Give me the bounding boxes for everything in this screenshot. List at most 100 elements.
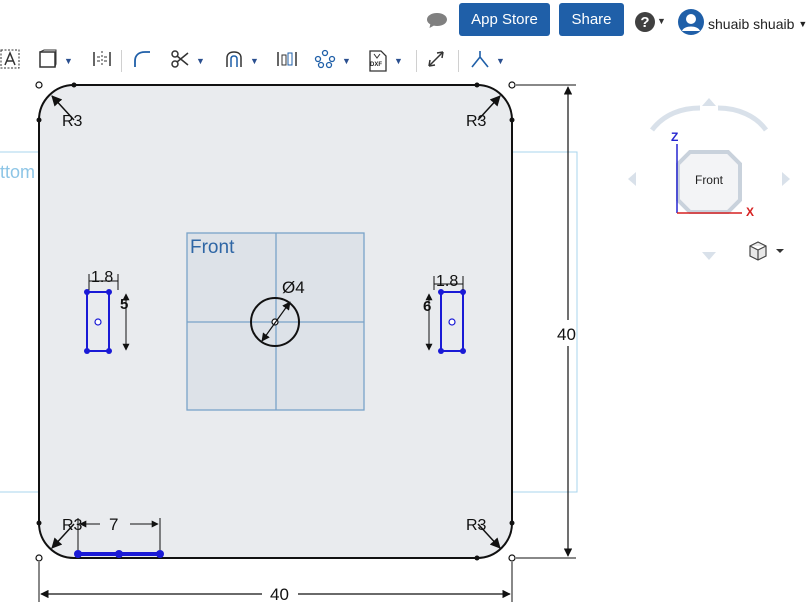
toolbar-divider bbox=[458, 50, 459, 72]
avatar bbox=[677, 8, 705, 39]
width-dim-label: 40 bbox=[270, 585, 289, 604]
corner-point[interactable] bbox=[508, 81, 516, 89]
svg-text:?: ? bbox=[640, 14, 649, 31]
left-slot-vertex[interactable] bbox=[106, 289, 112, 295]
tangent-point[interactable] bbox=[509, 117, 515, 123]
cube-front-label: Front bbox=[695, 173, 724, 187]
dxf-label: DXF bbox=[370, 62, 382, 68]
trim-tool[interactable]: ▼ bbox=[170, 49, 205, 73]
right-slot-vertex[interactable] bbox=[438, 289, 444, 295]
left-slot-vertex[interactable] bbox=[84, 348, 90, 354]
view-down-arrow-icon[interactable] bbox=[702, 252, 716, 260]
constraint-caret-icon[interactable]: ▼ bbox=[496, 56, 505, 66]
tangent-point[interactable] bbox=[36, 520, 42, 526]
help-menu-caret-icon[interactable]: ▼ bbox=[657, 16, 666, 26]
view-menu-caret-icon bbox=[776, 249, 784, 253]
right-slot-width-label: 1.8 bbox=[436, 273, 458, 290]
construction-tool[interactable]: ▼ bbox=[38, 49, 73, 73]
corner-radius-label: R3 bbox=[62, 517, 83, 534]
trim-caret-icon[interactable]: ▼ bbox=[196, 56, 205, 66]
left-slot[interactable] bbox=[86, 291, 110, 352]
corner-point[interactable] bbox=[35, 81, 43, 89]
linear-pattern-icon bbox=[276, 49, 298, 74]
hole-diameter-line bbox=[261, 301, 291, 342]
mirror-tool[interactable] bbox=[92, 49, 112, 73]
view-right-arrow-icon[interactable] bbox=[782, 172, 790, 186]
cube-icon bbox=[749, 241, 767, 261]
left-slot-center bbox=[94, 318, 102, 326]
question-circle-icon[interactable]: ? bbox=[634, 11, 656, 38]
offset-tool[interactable]: ▼ bbox=[224, 49, 259, 73]
fillet-tool[interactable] bbox=[132, 49, 152, 73]
offset-caret-icon[interactable]: ▼ bbox=[250, 56, 259, 66]
circular-pattern-caret-icon[interactable]: ▼ bbox=[342, 56, 351, 66]
slot-offset-label: 7 bbox=[109, 515, 118, 534]
corner-radius-arrow bbox=[51, 95, 75, 121]
view-up-arrow-icon[interactable] bbox=[702, 98, 716, 106]
bottom-constraint-point[interactable] bbox=[156, 550, 164, 558]
bottom-constraint-point[interactable] bbox=[74, 550, 82, 558]
left-slot-vertex[interactable] bbox=[84, 289, 90, 295]
rotate-right-arrow-icon[interactable] bbox=[717, 105, 769, 132]
center-hole[interactable] bbox=[250, 297, 300, 347]
dxf-caret-icon[interactable]: ▼ bbox=[394, 56, 403, 66]
text-tool[interactable] bbox=[0, 49, 20, 73]
app-store-button[interactable]: App Store bbox=[459, 3, 550, 36]
tangent-point[interactable] bbox=[474, 555, 480, 561]
offset-icon bbox=[224, 49, 244, 74]
right-slot[interactable] bbox=[440, 291, 464, 352]
corner-radius-label: R3 bbox=[466, 517, 487, 534]
user-name: shuaib shuaib bbox=[708, 15, 795, 32]
rotate-left-arrow-icon[interactable] bbox=[650, 105, 701, 132]
height-dim-label: 40 bbox=[557, 325, 576, 344]
right-slot-vertex[interactable] bbox=[438, 348, 444, 354]
dxf-file-icon: DXF bbox=[368, 50, 388, 72]
corner-point[interactable] bbox=[508, 554, 516, 562]
constraint-icon bbox=[470, 49, 490, 74]
left-slot-width-label: 1.8 bbox=[91, 269, 113, 286]
corner-point[interactable] bbox=[35, 554, 43, 562]
user-menu[interactable]: shuaib shuaib ▼ bbox=[677, 8, 807, 39]
constraint-tool[interactable]: ▼ bbox=[470, 49, 505, 73]
bottom-constraint-point[interactable] bbox=[115, 550, 123, 558]
dxf-import-tool[interactable]: DXF ▼ bbox=[368, 49, 403, 73]
square-outline-icon bbox=[38, 49, 58, 74]
cube-front-face[interactable] bbox=[676, 150, 742, 214]
corner-radius-arrow bbox=[51, 523, 75, 549]
sketch-canvas[interactable]: Bottom Front Ø4 R3 R3 R3 R3 1.8 5 bbox=[0, 78, 810, 606]
left-slot-height-label: 5 bbox=[120, 296, 128, 313]
bottom-plane-label: Bottom bbox=[0, 162, 35, 182]
z-axis-label: Z bbox=[671, 130, 678, 144]
top-bar: App Store Share ? ▼ shuaib shuaib ▼ bbox=[0, 0, 810, 42]
pattern-tool[interactable] bbox=[276, 49, 298, 73]
corner-radius-arrow bbox=[477, 523, 501, 549]
right-slot-height-label: 6 bbox=[423, 298, 431, 315]
view-cube[interactable]: Front Z X bbox=[628, 98, 790, 260]
scissors-icon bbox=[170, 49, 190, 74]
corner-radius-label: R3 bbox=[466, 113, 487, 130]
toolbar-divider bbox=[121, 50, 122, 72]
sketch-toolbar: ▼ ▼ ▼ ▼ DXF ▼ bbox=[0, 44, 530, 78]
fillet-arc-icon bbox=[132, 49, 152, 74]
right-slot-vertex[interactable] bbox=[460, 289, 466, 295]
dimension-tool[interactable] bbox=[426, 49, 446, 73]
user-menu-caret-icon: ▼ bbox=[798, 18, 808, 29]
right-slot-center bbox=[448, 318, 456, 326]
tangent-point[interactable] bbox=[36, 117, 42, 123]
construction-caret-icon[interactable]: ▼ bbox=[64, 56, 73, 66]
tangent-point[interactable] bbox=[509, 520, 515, 526]
right-slot-vertex[interactable] bbox=[460, 348, 466, 354]
share-button[interactable]: Share bbox=[559, 3, 624, 36]
mirror-line-icon bbox=[92, 49, 112, 74]
tangent-point[interactable] bbox=[474, 82, 480, 88]
view-menu-button[interactable] bbox=[749, 241, 784, 261]
hole-diameter-label: Ø4 bbox=[282, 278, 305, 297]
left-slot-vertex[interactable] bbox=[106, 348, 112, 354]
tangent-point[interactable] bbox=[71, 82, 77, 88]
dimension-arrow-icon bbox=[426, 49, 446, 74]
circular-pattern-tool[interactable]: ▼ bbox=[314, 49, 351, 73]
corner-radius-label: R3 bbox=[62, 113, 83, 130]
comment-icon[interactable] bbox=[426, 11, 448, 34]
view-left-arrow-icon[interactable] bbox=[628, 172, 636, 186]
front-plane-label: Front bbox=[190, 237, 235, 258]
